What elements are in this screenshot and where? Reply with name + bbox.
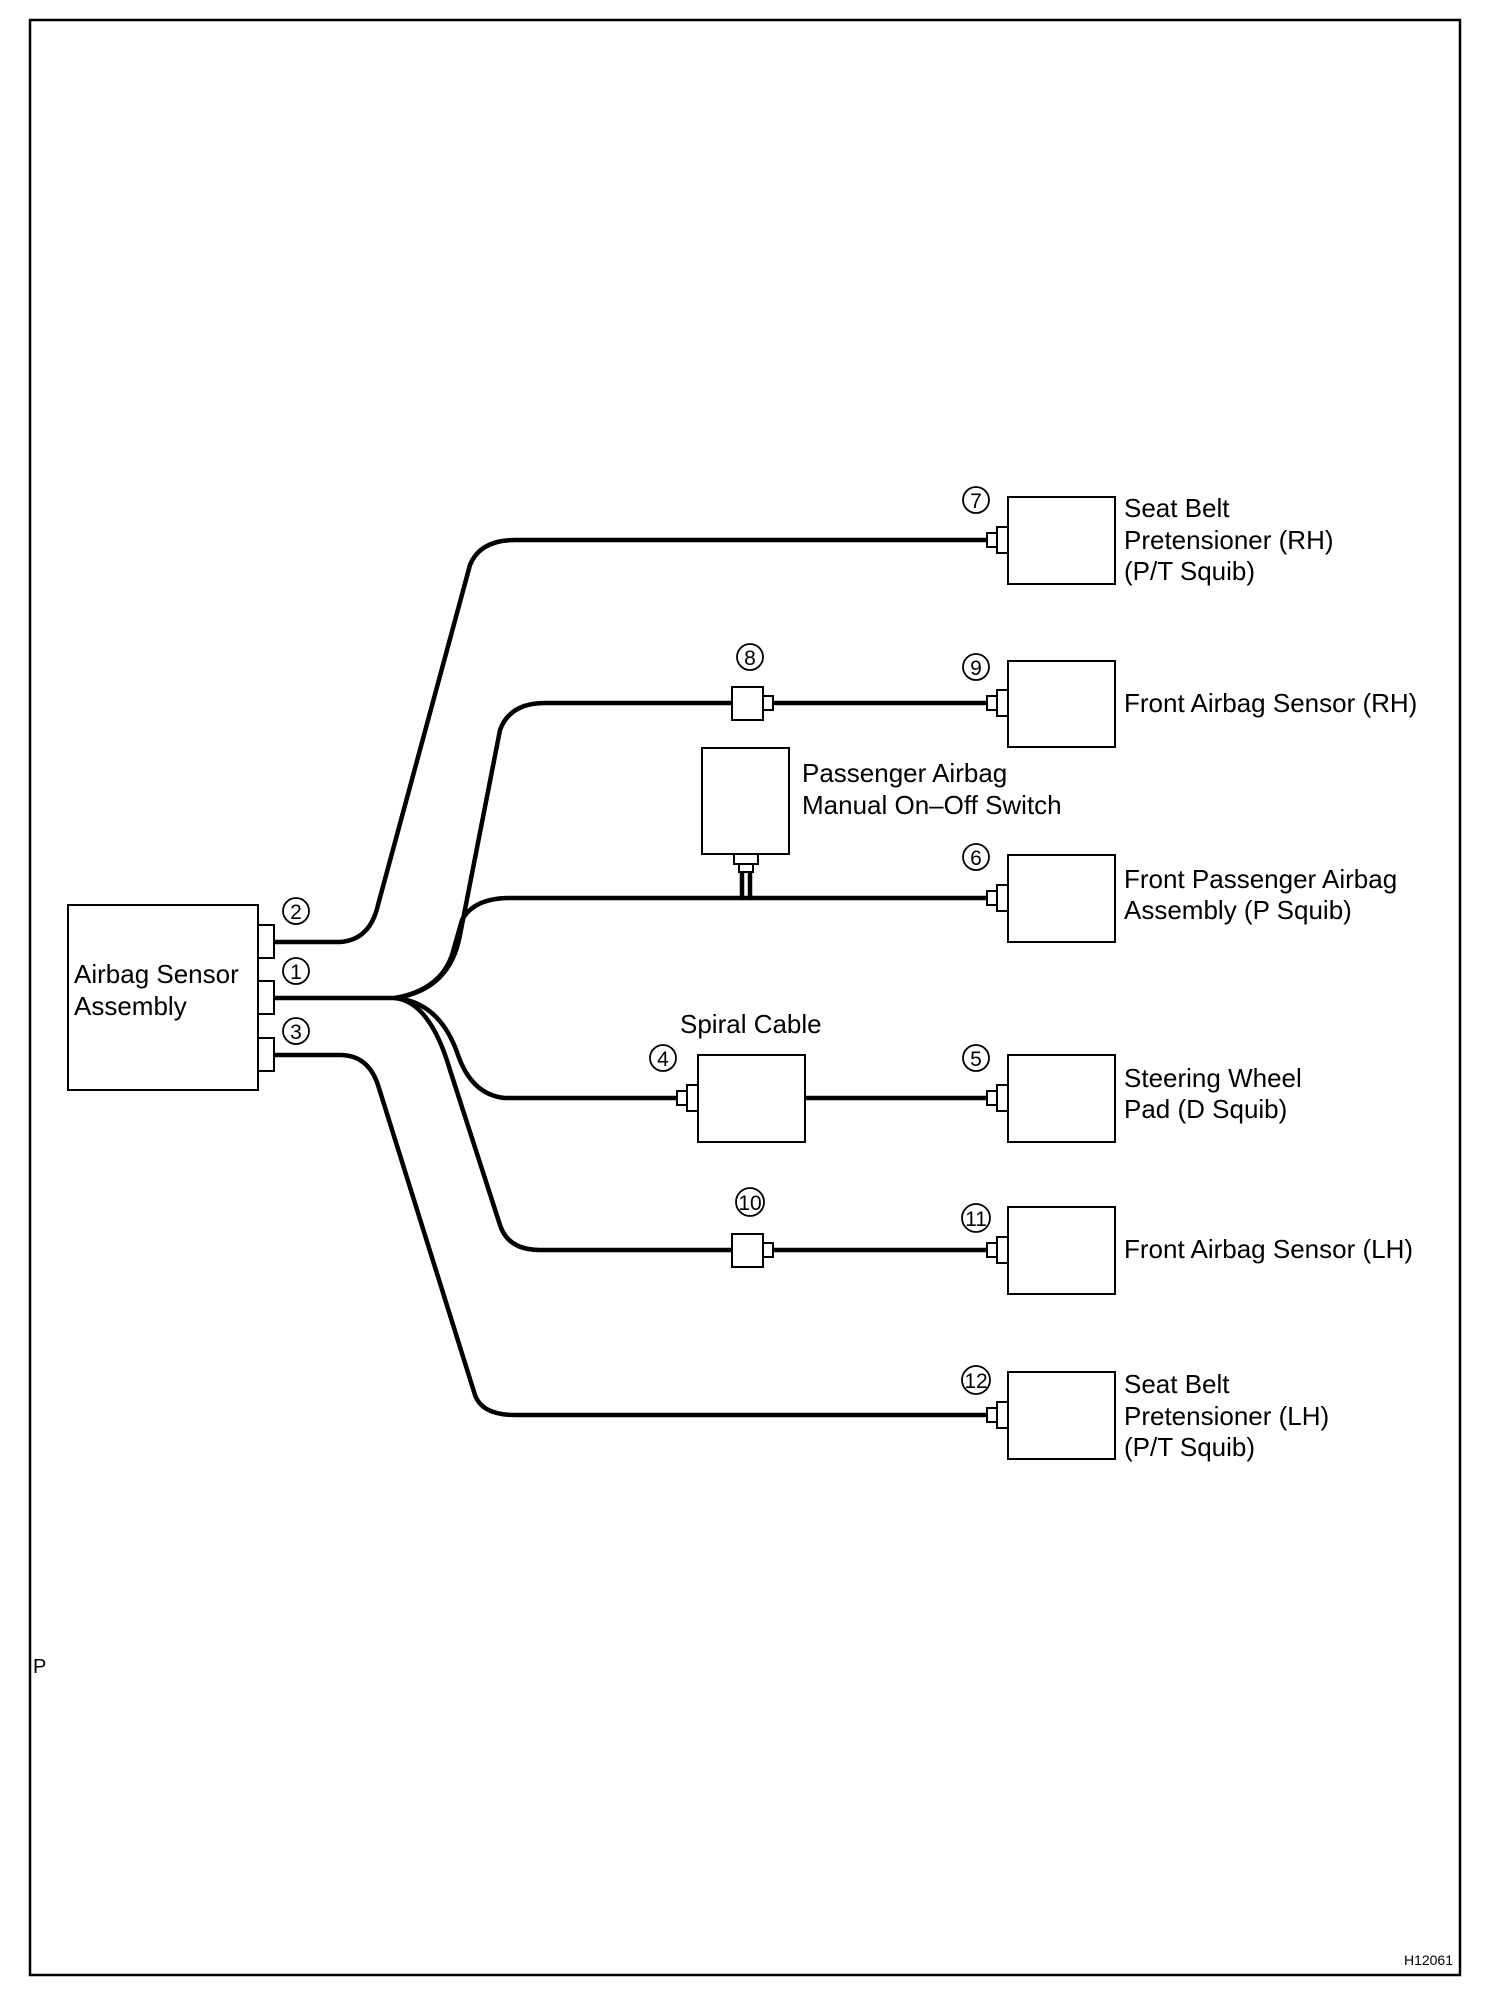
callout-6: 6	[970, 847, 982, 870]
sb-rh-label-line2: Pretensioner (RH)	[1124, 525, 1334, 555]
sensor-label-line1: Airbag Sensor	[74, 959, 239, 989]
connector-3	[257, 1037, 275, 1072]
connector-1	[257, 980, 275, 1015]
front-airbag-sensor-lh: Front Airbag Sensor (LH)	[986, 1206, 1413, 1295]
fas-lh-label: Front Airbag Sensor (LH)	[1124, 1234, 1413, 1264]
spiral-cable: Spiral Cable	[676, 1009, 822, 1143]
figure-code: H12061	[1404, 1952, 1453, 1968]
sb-lh-label-line1: Seat Belt	[1124, 1369, 1230, 1399]
side-mark: P	[33, 1656, 46, 1678]
callout-1: 1	[290, 961, 302, 984]
fpa-label-line2: Assembly (P Squib)	[1124, 895, 1352, 925]
connector-8-block	[731, 686, 774, 721]
fpa-label-line1: Front Passenger Airbag	[1124, 864, 1397, 894]
wire-harness	[264, 537, 990, 1418]
connector-10-block	[731, 1233, 774, 1268]
figure-frame	[28, 18, 1462, 1977]
fas-rh-label: Front Airbag Sensor (RH)	[1124, 688, 1417, 718]
callout-2: 2	[290, 901, 302, 924]
seat-belt-pretensioner-lh: Seat Belt Pretensioner (LH) (P/T Squib)	[986, 1369, 1329, 1462]
swp-label-line2: Pad (D Squib)	[1124, 1094, 1287, 1124]
callout-numbers: 2 1 3 4 5 6 7 8 9 10 11 12	[282, 486, 991, 1395]
sb-lh-label-line3: (P/T Squib)	[1124, 1432, 1255, 1462]
connector-2	[257, 924, 275, 959]
sb-rh-label-line3: (P/T Squib)	[1124, 556, 1255, 586]
airbag-sensor-assembly: Airbag Sensor Assembly	[67, 904, 275, 1091]
wire-passenger-airbag	[392, 895, 990, 1001]
callout-8: 8	[744, 647, 756, 670]
spiral-cable-label: Spiral Cable	[680, 1009, 822, 1039]
callout-11: 11	[965, 1208, 987, 1231]
swp-label-line1: Steering Wheel	[1124, 1063, 1302, 1093]
front-airbag-sensor-rh: Front Airbag Sensor (RH)	[986, 660, 1417, 748]
sensor-label-line2: Assembly	[74, 991, 187, 1021]
wire-seat-belt-rh	[264, 537, 990, 945]
callout-7: 7	[970, 490, 982, 513]
callout-3: 3	[290, 1021, 302, 1044]
switch-label-line2: Manual On–Off Switch	[802, 790, 1062, 820]
wire-seat-belt-lh	[264, 1052, 990, 1418]
wire-spiral-cable	[392, 995, 990, 1101]
sb-rh-label-line1: Seat Belt	[1124, 493, 1230, 523]
callout-9: 9	[970, 657, 982, 680]
callout-5: 5	[970, 1048, 982, 1071]
wire-front-sensor-rh	[392, 700, 990, 1001]
callout-4: 4	[657, 1048, 669, 1071]
wire-front-sensor-lh	[392, 995, 990, 1253]
front-passenger-airbag-assembly: Front Passenger Airbag Assembly (P Squib…	[986, 854, 1397, 943]
sb-lh-label-line2: Pretensioner (LH)	[1124, 1401, 1329, 1431]
callout-12: 12	[964, 1370, 987, 1393]
switch-label-line1: Passenger Airbag	[802, 758, 1007, 788]
steering-wheel-pad: Steering Wheel Pad (D Squib)	[986, 1054, 1302, 1143]
wire-switch-lead	[739, 867, 753, 901]
seat-belt-pretensioner-rh: Seat Belt Pretensioner (RH) (P/T Squib)	[986, 493, 1334, 586]
callout-10: 10	[738, 1192, 761, 1215]
passenger-airbag-manual-switch: Passenger Airbag Manual On–Off Switch	[701, 747, 1062, 873]
